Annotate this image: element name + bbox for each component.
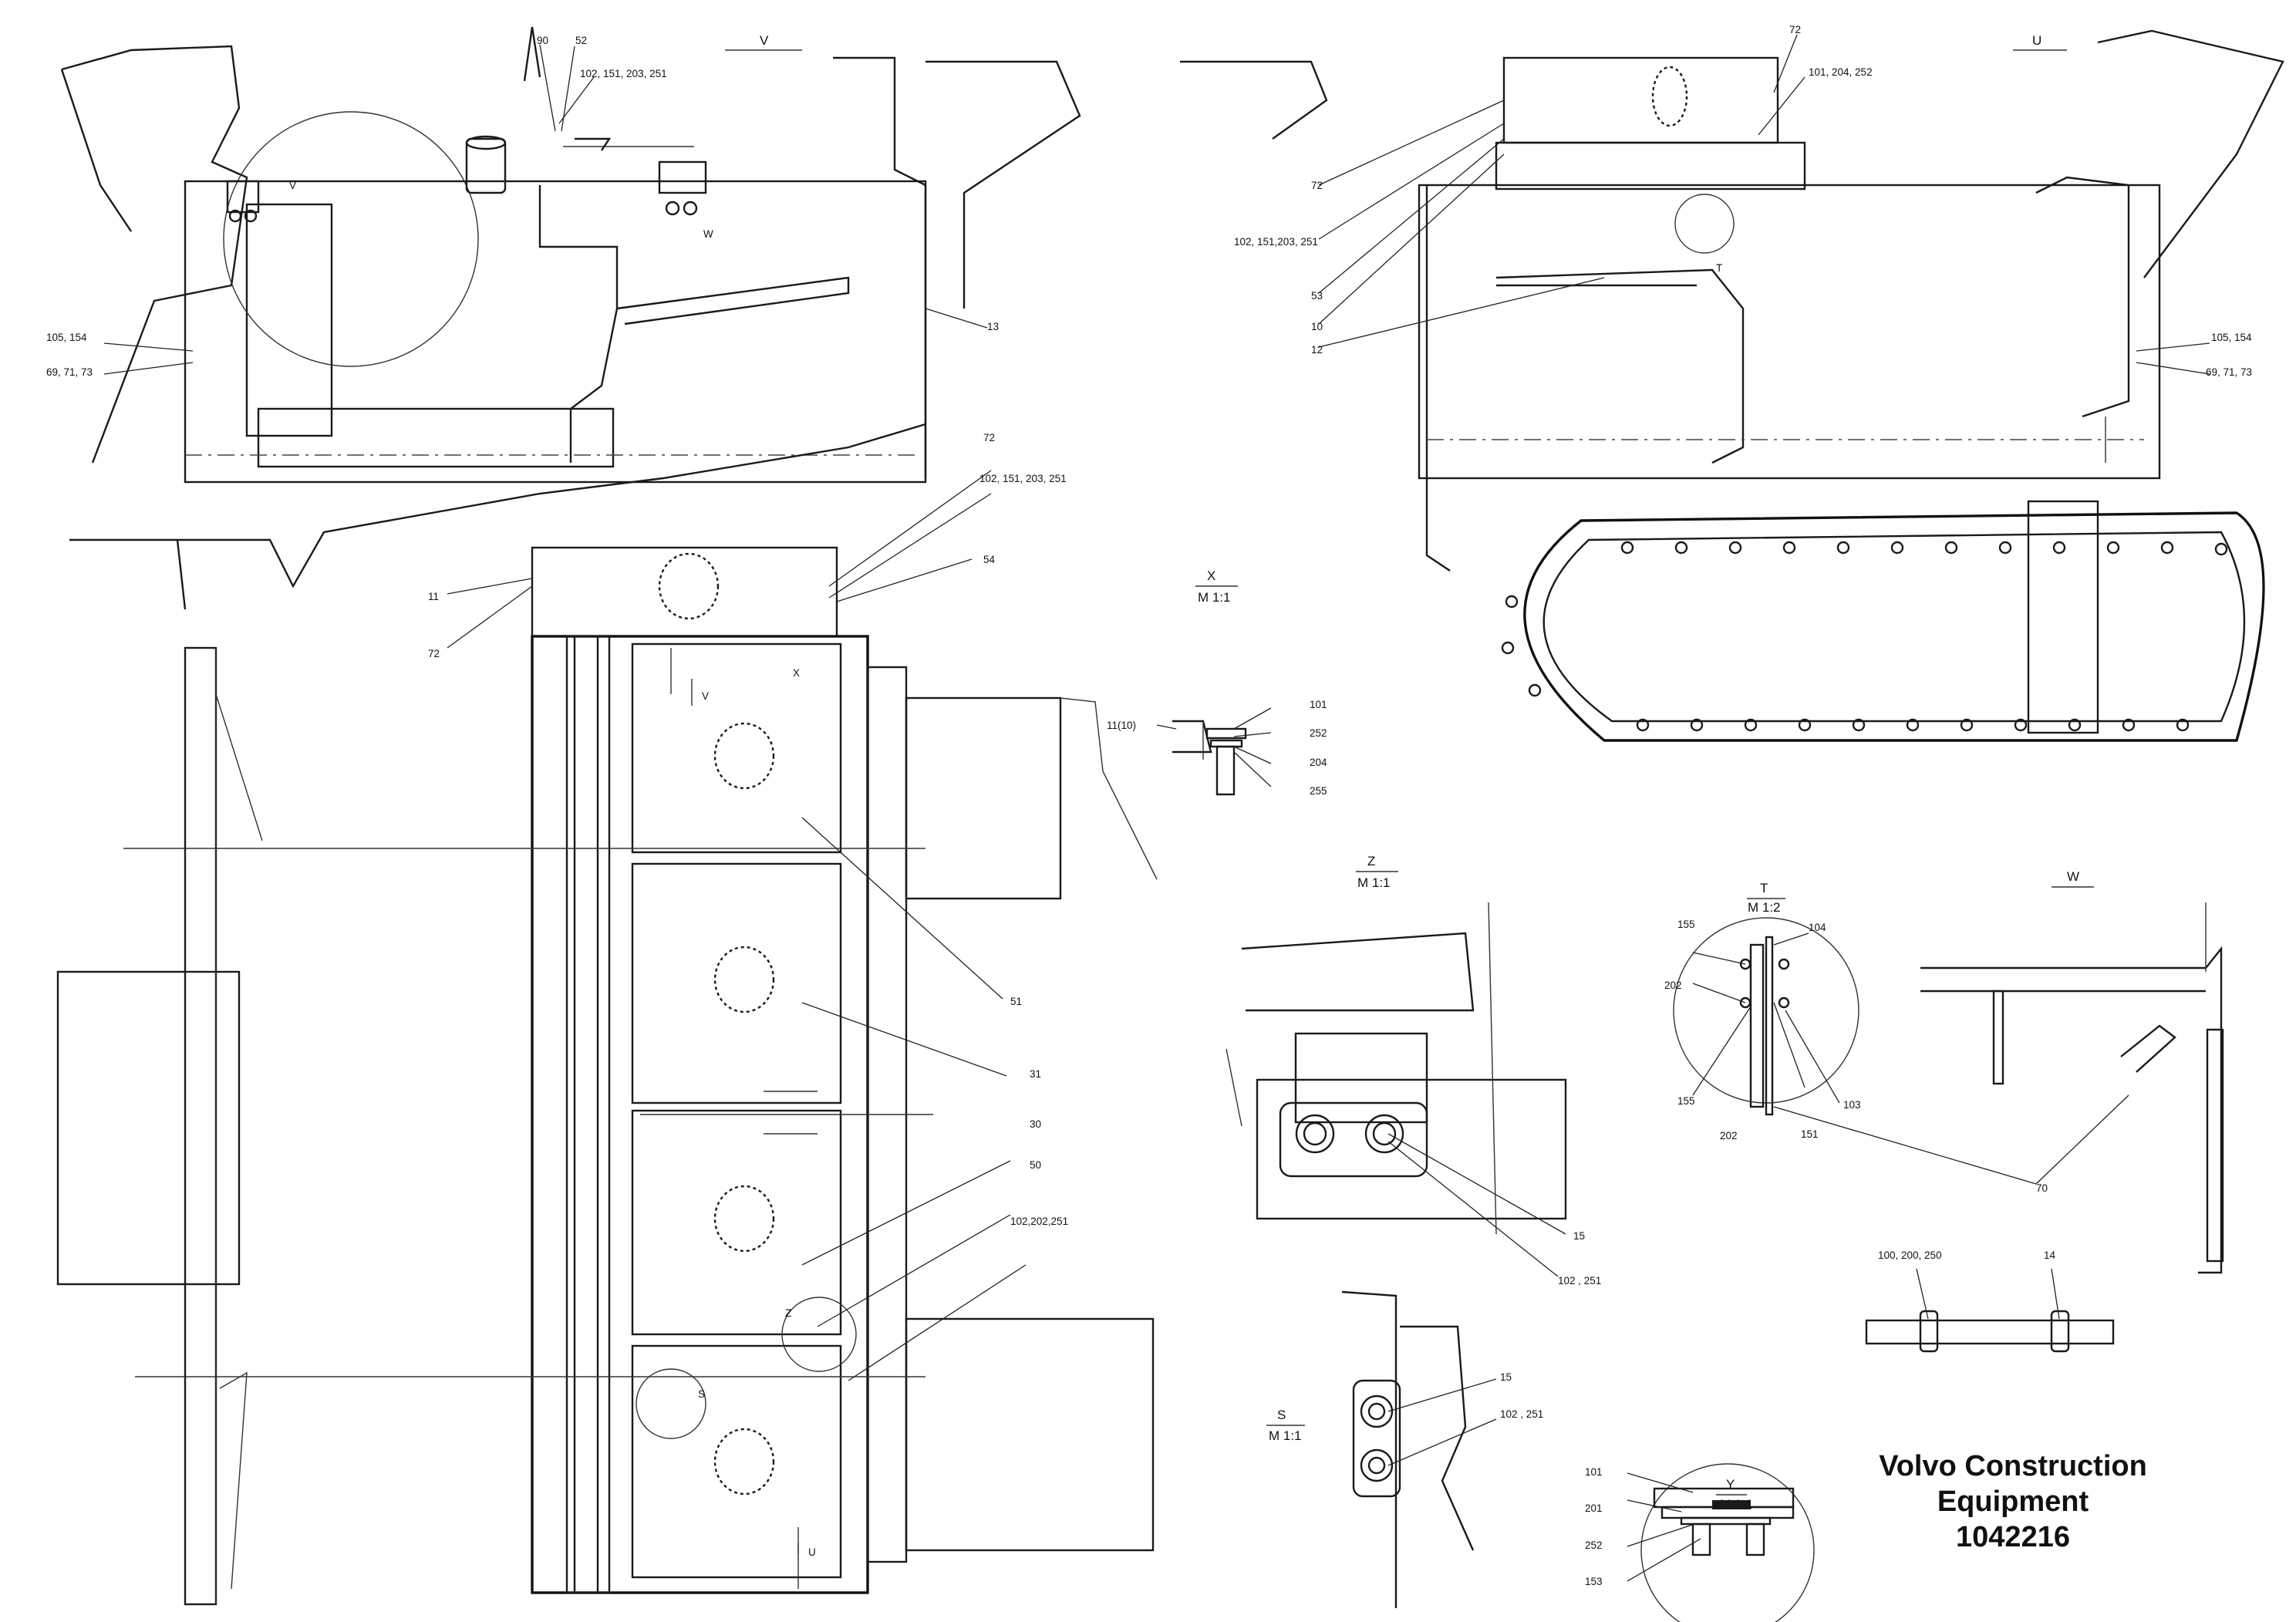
callout-11: 11 <box>428 591 439 602</box>
detail-z-title: Z <box>1367 854 1375 868</box>
detail-y-title: Y <box>1726 1477 1735 1492</box>
part-number: 1042216 <box>1956 1521 2070 1553</box>
callout-102-151-203-251-b: 102, 151,203, 251 <box>1234 236 1318 248</box>
callout-155-a: 155 <box>1677 919 1695 930</box>
callout-101: 101 <box>1310 699 1327 710</box>
callout-70: 70 <box>2036 1182 2048 1194</box>
detail-s-title: S <box>1277 1408 1286 1422</box>
detail-bar <box>1865 1310 2115 1353</box>
detail-x: X M 1:1 <box>1172 568 1247 796</box>
marker-z: Z <box>785 1307 791 1319</box>
callout-155-b: 155 <box>1677 1095 1695 1107</box>
callout-252: 252 <box>1310 727 1327 739</box>
callout-101-204-252: 101, 204, 252 <box>1809 66 1873 78</box>
marker-v: V <box>289 180 296 191</box>
callout-53: 53 <box>1311 290 1323 302</box>
callout-72-right: 72 <box>1789 24 1801 35</box>
company-name-line2: Equipment <box>1937 1485 2089 1518</box>
marker-v2: V <box>702 690 709 702</box>
callout-105-154-right: 105, 154 <box>2211 332 2252 343</box>
callout-202-b: 202 <box>1720 1130 1738 1141</box>
marker-t: T <box>1716 262 1722 274</box>
callout-15-s: 15 <box>1500 1371 1512 1383</box>
chain-links-bottom <box>1636 718 2190 732</box>
callout-labels: 90 52 102, 151, 203, 251 13 105, 154 69,… <box>46 24 2252 1587</box>
view-u-top-right: U <box>1180 29 2284 742</box>
callout-202-a: 202 <box>1664 980 1682 991</box>
detail-x-scale: M 1:1 <box>1198 590 1231 605</box>
callout-105-154-left: 105, 154 <box>46 332 87 343</box>
callout-52: 52 <box>575 35 587 46</box>
callout-31: 31 <box>1030 1068 1041 1080</box>
detail-x-title: X <box>1207 568 1215 583</box>
callout-100-200-250: 100, 200, 250 <box>1878 1249 1942 1261</box>
detail-t: T M 1:2 <box>1673 881 1859 1116</box>
detail-w: W <box>1920 869 2224 1274</box>
callout-51: 51 <box>1010 996 1022 1007</box>
callout-54: 54 <box>983 554 996 565</box>
detail-s-scale: M 1:1 <box>1269 1428 1302 1443</box>
detail-markers: V W T X Z S U V <box>289 180 1722 1558</box>
chain-links-top <box>1620 541 2228 556</box>
callout-153: 153 <box>1585 1576 1603 1587</box>
detail-y: Y M 1:1 <box>1640 1463 1815 1622</box>
callout-102-251-z: 102 , 251 <box>1558 1275 1601 1286</box>
marker-s: S <box>698 1388 705 1400</box>
detail-s: S M 1:1 <box>1266 1290 1475 1608</box>
callout-72-right-2: 72 <box>1311 180 1323 191</box>
callout-50: 50 <box>1030 1159 1041 1171</box>
callout-103: 103 <box>1843 1099 1861 1111</box>
detail-z: Z M 1:1 <box>1226 854 1567 1235</box>
marker-w: W <box>703 228 713 240</box>
vent-grilles <box>658 66 1688 1496</box>
callout-102-251-s: 102 , 251 <box>1500 1408 1543 1420</box>
callout-72-middle: 72 <box>983 432 995 443</box>
callout-252-y: 252 <box>1585 1539 1603 1551</box>
view-v-top-left: V <box>60 26 1081 610</box>
title-block: Volvo Construction Equipment 1042216 <box>1859 1448 2167 1555</box>
detail-w-title: W <box>2067 869 2079 884</box>
detail-t-scale: M 1:2 <box>1748 900 1781 915</box>
callout-90: 90 <box>537 35 548 46</box>
callout-72-middle-2: 72 <box>428 648 440 659</box>
detail-z-scale: M 1:1 <box>1357 875 1391 890</box>
callout-14: 14 <box>2044 1249 2056 1261</box>
callout-102-151-203-251-a: 102, 151, 203, 251 <box>580 68 667 79</box>
callout-13: 13 <box>987 321 999 332</box>
detail-t-title: T <box>1760 881 1768 895</box>
callout-102-202-251: 102,202,251 <box>1010 1216 1068 1227</box>
callout-10: 10 <box>1311 321 1323 332</box>
callout-255: 255 <box>1310 785 1327 797</box>
view-title-v: V <box>760 33 769 48</box>
marker-x: X <box>793 667 800 679</box>
callout-69-71-73-left: 69, 71, 73 <box>46 366 93 378</box>
center-assembly <box>56 66 1688 1606</box>
callout-104: 104 <box>1809 922 1826 933</box>
callout-69-71-73-right: 69, 71, 73 <box>2206 366 2252 378</box>
view-title-u: U <box>2032 33 2041 48</box>
callout-101-y: 101 <box>1585 1466 1603 1478</box>
callout-201: 201 <box>1585 1502 1603 1514</box>
company-name-line1: Volvo Construction <box>1879 1450 2147 1482</box>
callout-204: 204 <box>1310 757 1327 768</box>
leader-lines <box>103 34 2210 1582</box>
callout-12: 12 <box>1311 344 1323 356</box>
marker-u: U <box>808 1546 816 1558</box>
callout-11-10: 11(10) <box>1107 720 1136 731</box>
callout-102-151-203-251-c: 102, 151, 203, 251 <box>979 473 1067 484</box>
callout-15-z: 15 <box>1573 1230 1585 1242</box>
callout-151: 151 <box>1801 1128 1819 1140</box>
callout-30: 30 <box>1030 1118 1041 1130</box>
